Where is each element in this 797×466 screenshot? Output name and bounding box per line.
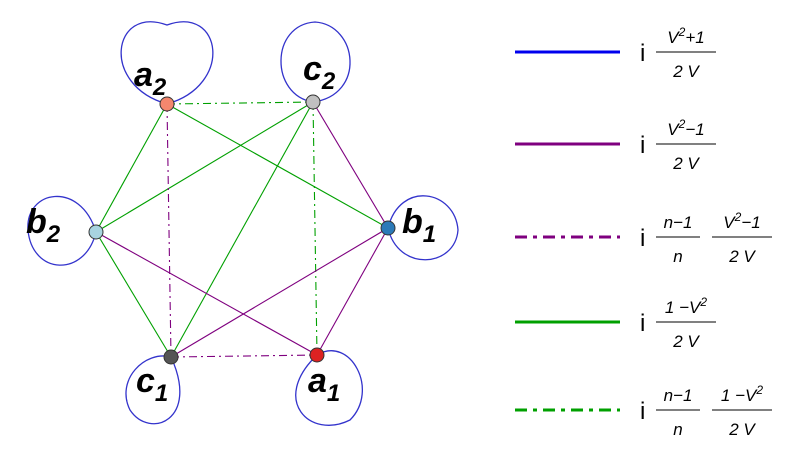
legend-row-0: i V2+1 2 V	[515, 25, 716, 81]
edge-a2-c2	[166, 101, 314, 105]
graph-nodes	[88, 94, 396, 365]
legend-pre-numerator: n−1	[664, 213, 693, 232]
edge-c2-b1	[312, 101, 389, 229]
self-loop-c1	[125, 355, 181, 425]
legend-numerator: 1 −V2	[665, 295, 707, 317]
self-loop-a1	[295, 350, 363, 426]
node-label-b2: b2	[26, 203, 61, 248]
edge-a2-c1	[166, 103, 172, 358]
legend-pre-numerator: n−1	[664, 386, 693, 405]
graph-edges	[95, 101, 389, 358]
edge-c2-a1	[312, 101, 318, 356]
legend-i: i	[640, 225, 645, 252]
legend-denominator: 2 V	[672, 332, 700, 351]
legend-denominator: 2 V	[672, 62, 700, 81]
legend-row-4: i n−1 n 1 −V2 2 V	[515, 383, 772, 439]
edge-a2-b2	[95, 103, 168, 233]
node-b1	[380, 220, 396, 236]
node-label-c1: c1	[136, 362, 168, 407]
node-label-c2: c2	[303, 50, 336, 95]
legend-pre-denominator: n	[673, 420, 682, 439]
node-label-b1: b1	[402, 203, 436, 248]
legend-row-3: i 1 −V2 2 V	[515, 295, 716, 351]
legend-i: i	[640, 40, 645, 67]
node-labels: a2 c2 b1 a1 c1 b2	[26, 50, 436, 407]
edge-c1-a1	[170, 354, 318, 358]
node-b2	[88, 224, 104, 240]
legend-i: i	[640, 132, 645, 159]
node-c2	[305, 94, 321, 110]
legend-denominator: 2 V	[728, 247, 756, 266]
legend-row-2: i n−1 n V2−1 2 V	[515, 210, 772, 266]
self-loops	[27, 21, 459, 426]
edge-c2-b2	[95, 101, 314, 233]
edge-b1-a1	[316, 227, 389, 356]
legend-denominator: 2 V	[728, 420, 756, 439]
legend-numerator: V2−1	[723, 210, 760, 232]
edge-b2-c1	[95, 231, 172, 358]
self-loop-c2	[280, 21, 351, 103]
legend-denominator: 2 V	[672, 154, 700, 173]
legend-pre-denominator: n	[673, 247, 682, 266]
legend-numerator: V2−1	[667, 117, 704, 139]
legend-i: i	[640, 398, 645, 425]
edge-b1-c1	[170, 227, 389, 358]
edge-c2-c1	[170, 101, 314, 358]
edge-b2-a1	[95, 231, 318, 356]
node-a2	[159, 96, 175, 112]
node-label-a2: a2	[134, 56, 167, 101]
self-loop-b1	[387, 195, 459, 261]
self-loop-b2	[27, 195, 97, 266]
legend-row-1: i V2−1 2 V	[515, 117, 716, 173]
node-a1	[309, 347, 325, 363]
legend-numerator: V2+1	[667, 25, 704, 47]
node-label-a1: a1	[308, 362, 340, 407]
node-c1	[163, 349, 179, 365]
legend-numerator: 1 −V2	[721, 383, 763, 405]
legend-i: i	[640, 310, 645, 337]
self-loop-a2	[120, 21, 214, 105]
